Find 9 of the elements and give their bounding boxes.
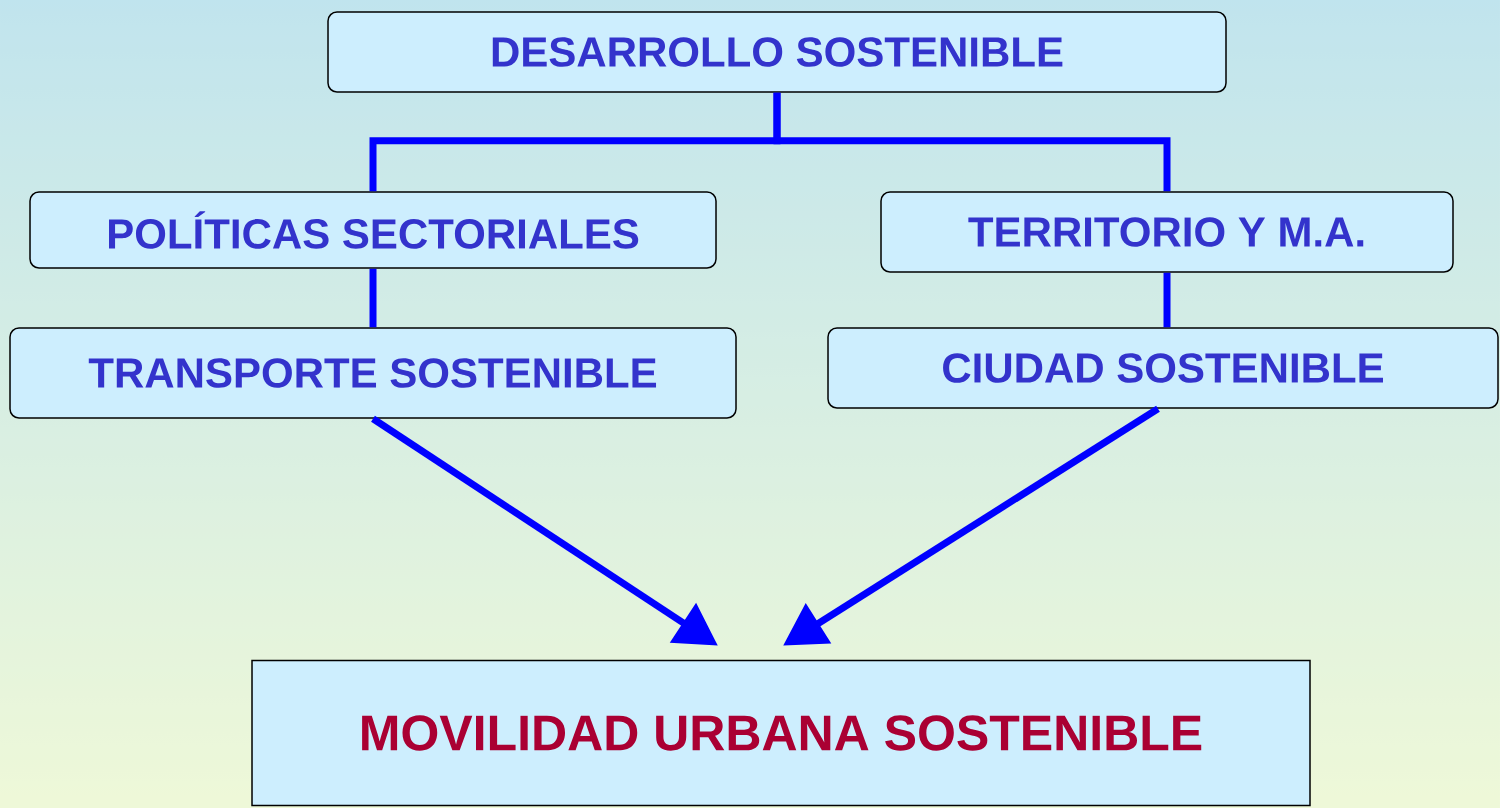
connector-line xyxy=(1163,272,1171,328)
process-box: TRANSPORTE SOSTENIBLE xyxy=(9,327,737,419)
connector-line xyxy=(369,268,377,328)
process-box: MOVILIDAD URBANA SOSTENIBLE xyxy=(251,659,1311,807)
process-box: CIUDAD SOSTENIBLE xyxy=(827,327,1499,409)
process-box: TERRITORIO Y M.A. xyxy=(880,191,1454,273)
connector-line xyxy=(773,92,1171,192)
process-box: POLÍTICAS SECTORIALES xyxy=(29,191,717,269)
process-box: DESARROLLO SOSTENIBLE xyxy=(327,11,1227,93)
